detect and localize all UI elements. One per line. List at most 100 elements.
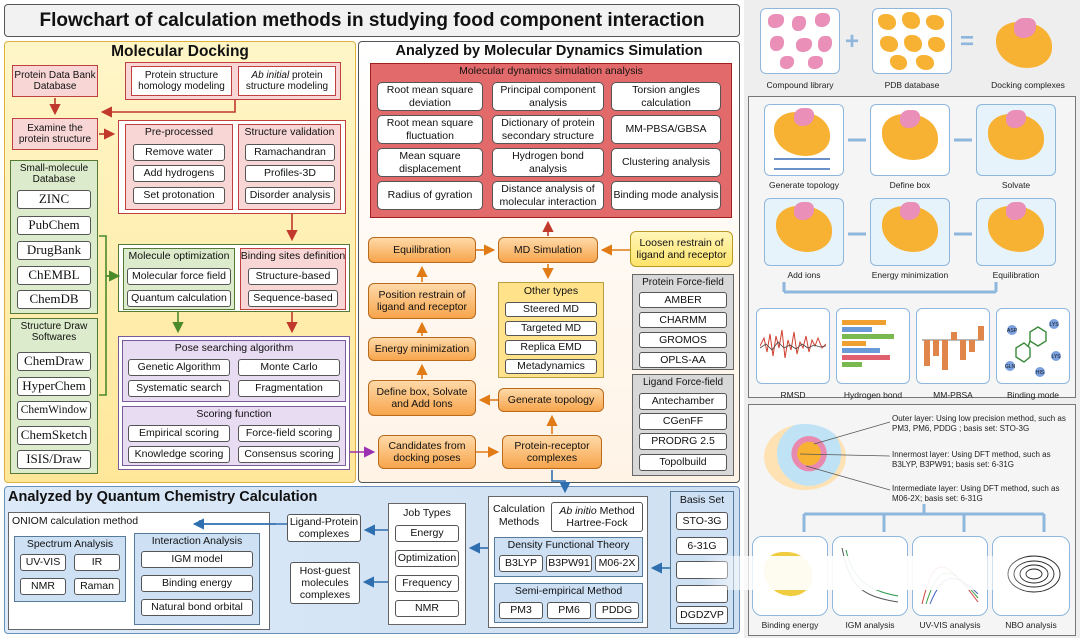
force-field-scoring: Force-field scoring bbox=[238, 425, 340, 442]
calc-methods-title: Calculation Methods bbox=[493, 503, 545, 528]
cap-equilibration: Equilibration bbox=[992, 270, 1040, 280]
host-guest-node: Host-guest molecules complexes bbox=[290, 562, 360, 604]
ligand-ff-title: Ligand Force-field bbox=[642, 377, 724, 388]
position-restrain-node: Position restrain of ligand and receptor bbox=[368, 283, 476, 319]
disorder-analysis: Disorder analysis bbox=[245, 187, 335, 204]
job-nmr: NMR bbox=[395, 600, 459, 617]
other-types-title: Other types bbox=[523, 285, 579, 297]
docking-title: Molecular Docking bbox=[111, 43, 249, 60]
md-simulation-node: MD Simulation bbox=[498, 237, 598, 263]
protein-ff-title: Protein Force-field bbox=[642, 277, 724, 288]
md-analysis-item: Root mean square deviation bbox=[377, 82, 483, 111]
md-analysis-item: Clustering analysis bbox=[611, 148, 721, 177]
protein-2 bbox=[902, 12, 920, 29]
job-optimization: Optimization bbox=[395, 550, 459, 567]
ligand-1 bbox=[768, 14, 784, 28]
md-analysis-item: Torsion angles calculation bbox=[611, 82, 721, 111]
gen-topology-node: Generate topology bbox=[498, 388, 604, 412]
mmpbsa-chart bbox=[922, 326, 984, 370]
energy-min-ligand bbox=[900, 202, 920, 220]
ff-gromos: GROMOS bbox=[639, 332, 727, 348]
layer-outer-note: Outer layer: Using low precision method,… bbox=[892, 414, 1066, 433]
define-box-node: Define box, Solvate and Add Ions bbox=[368, 380, 476, 416]
oniom-outer-layer bbox=[764, 424, 846, 490]
md-analysis-item: Principal component analysis bbox=[492, 82, 604, 111]
protein-8 bbox=[916, 55, 934, 70]
fragmentation: Fragmentation bbox=[238, 380, 340, 397]
mol-label-asp: ASP bbox=[1007, 328, 1018, 334]
layer-leader-lines bbox=[799, 421, 1046, 532]
cap-igm-analysis: IGM analysis bbox=[845, 620, 895, 630]
layer-intermediate-note: Intermediate layer: Using DFT method, su… bbox=[892, 484, 1060, 503]
genetic-algorithm: Genetic Algorithm bbox=[128, 359, 230, 376]
layer-innermost-note: Innermost layer: Using DFT method, such … bbox=[892, 450, 1051, 469]
sim-arrows bbox=[782, 138, 998, 294]
abinitio-box: Ab initio Method Hartree-Fock bbox=[551, 502, 643, 532]
protein-1 bbox=[878, 14, 896, 30]
md-title: Analyzed by Molecular Dynamics Simulatio… bbox=[395, 43, 703, 59]
loosen-node: Loosen restrain of ligand and receptor bbox=[630, 231, 733, 267]
md-analysis-item: Binding mode analysis bbox=[611, 181, 721, 210]
basis-631g: 6-31G bbox=[676, 537, 728, 555]
db-drugbank: DrugBank bbox=[17, 241, 91, 260]
add-hydrogens: Add hydrogens bbox=[133, 165, 225, 182]
binding-title: Binding sites definition bbox=[240, 250, 346, 262]
ff-opls-aa: OPLS-AA bbox=[639, 352, 727, 368]
dft-b3lyp: B3LYP bbox=[499, 555, 543, 572]
qc-title: Analyzed by Quantum Chemistry Calculatio… bbox=[8, 489, 318, 505]
examine-box: Examine the protein structure bbox=[12, 118, 98, 150]
sw-chemsketch: ChemSketch bbox=[17, 426, 91, 445]
cap-add-ions: Add ions bbox=[787, 270, 821, 280]
abinitial-italic: Ab initial bbox=[251, 69, 290, 81]
md-analysis-item: Radius of gyration bbox=[377, 181, 483, 210]
db-zinc: ZINC bbox=[17, 190, 91, 209]
targeted-md: Targeted MD bbox=[505, 321, 597, 336]
cap-binding-mode: Binding mode bbox=[1007, 390, 1059, 400]
quantum-calculation: Quantum calculation bbox=[127, 290, 231, 307]
interaction-title: Interaction Analysis bbox=[151, 535, 243, 547]
cap-uv-vis-analysis: UV-VIS analysis bbox=[919, 620, 981, 630]
cap-rmsd: RMSD bbox=[780, 390, 806, 400]
binding-mode-chart: ASP LYS LYS GLN HIS bbox=[1005, 319, 1061, 377]
md-analysis-item: Distance analysis of molecular interacti… bbox=[492, 181, 604, 210]
md-analysis-item: Mean square displacement bbox=[377, 148, 483, 177]
md-analysis-item: Root mean square fluctuation bbox=[377, 115, 483, 144]
abinitial-rest: protein structure modeling bbox=[245, 69, 329, 93]
add-ions-ligand bbox=[794, 202, 814, 220]
igm-model: IGM model bbox=[141, 551, 253, 568]
docking-complex-ligand bbox=[1014, 18, 1036, 38]
rmsd-chart bbox=[760, 329, 826, 359]
protein-5 bbox=[904, 35, 922, 52]
smallmol-panel bbox=[10, 160, 98, 314]
set-protonation: Set protonation bbox=[133, 187, 225, 204]
cap-energy-minimization: Energy minimization bbox=[871, 270, 949, 280]
pdb-box: Protein Data Bank Database bbox=[12, 65, 98, 97]
ff-charmm: CHARMM bbox=[639, 312, 727, 328]
cap-solvate: Solvate bbox=[1001, 180, 1031, 190]
sw-hyperchem: HyperChem bbox=[17, 377, 91, 396]
md-analysis-item: MM-PBSA/GBSA bbox=[611, 115, 721, 144]
md-analysis-title: Molecular dynamics simulation analysis bbox=[459, 65, 643, 77]
page-title: Flowchart of calculation methods in stud… bbox=[4, 4, 740, 37]
ramachandran: Ramachandran bbox=[245, 144, 335, 161]
spec-ir: IR bbox=[74, 554, 120, 571]
ligand-4 bbox=[770, 36, 784, 51]
ligand-protein-node: Ligand-Protein complexes bbox=[287, 514, 361, 542]
cap-compound-library: Compound library bbox=[766, 80, 834, 90]
ff-cgenff: CGenFF bbox=[639, 413, 727, 430]
mol-label-lys-1: LYS bbox=[1049, 322, 1059, 328]
cap-pdb-database: PDB database bbox=[884, 80, 940, 90]
profiles-3d: Profiles-3D bbox=[245, 165, 335, 182]
job-energy: Energy bbox=[395, 525, 459, 542]
gen-topology-ligand bbox=[794, 108, 814, 126]
mol-label-gln: GLN bbox=[1005, 364, 1016, 370]
spec-uv-vis: UV-VIS bbox=[20, 554, 66, 571]
scoring-title: Scoring function bbox=[196, 408, 272, 420]
basis-title: Basis Set bbox=[679, 494, 725, 506]
solvate-ligand bbox=[1006, 110, 1026, 128]
molecular-force-field: Molecular force field bbox=[127, 268, 231, 285]
ff-topolbuild: Topolbuild bbox=[639, 454, 727, 471]
md-analysis-item: Dictionary of protein secondary structur… bbox=[492, 115, 604, 144]
equals-sign: = bbox=[960, 28, 975, 55]
hartree-fock: Hartree-Fock bbox=[566, 517, 628, 529]
